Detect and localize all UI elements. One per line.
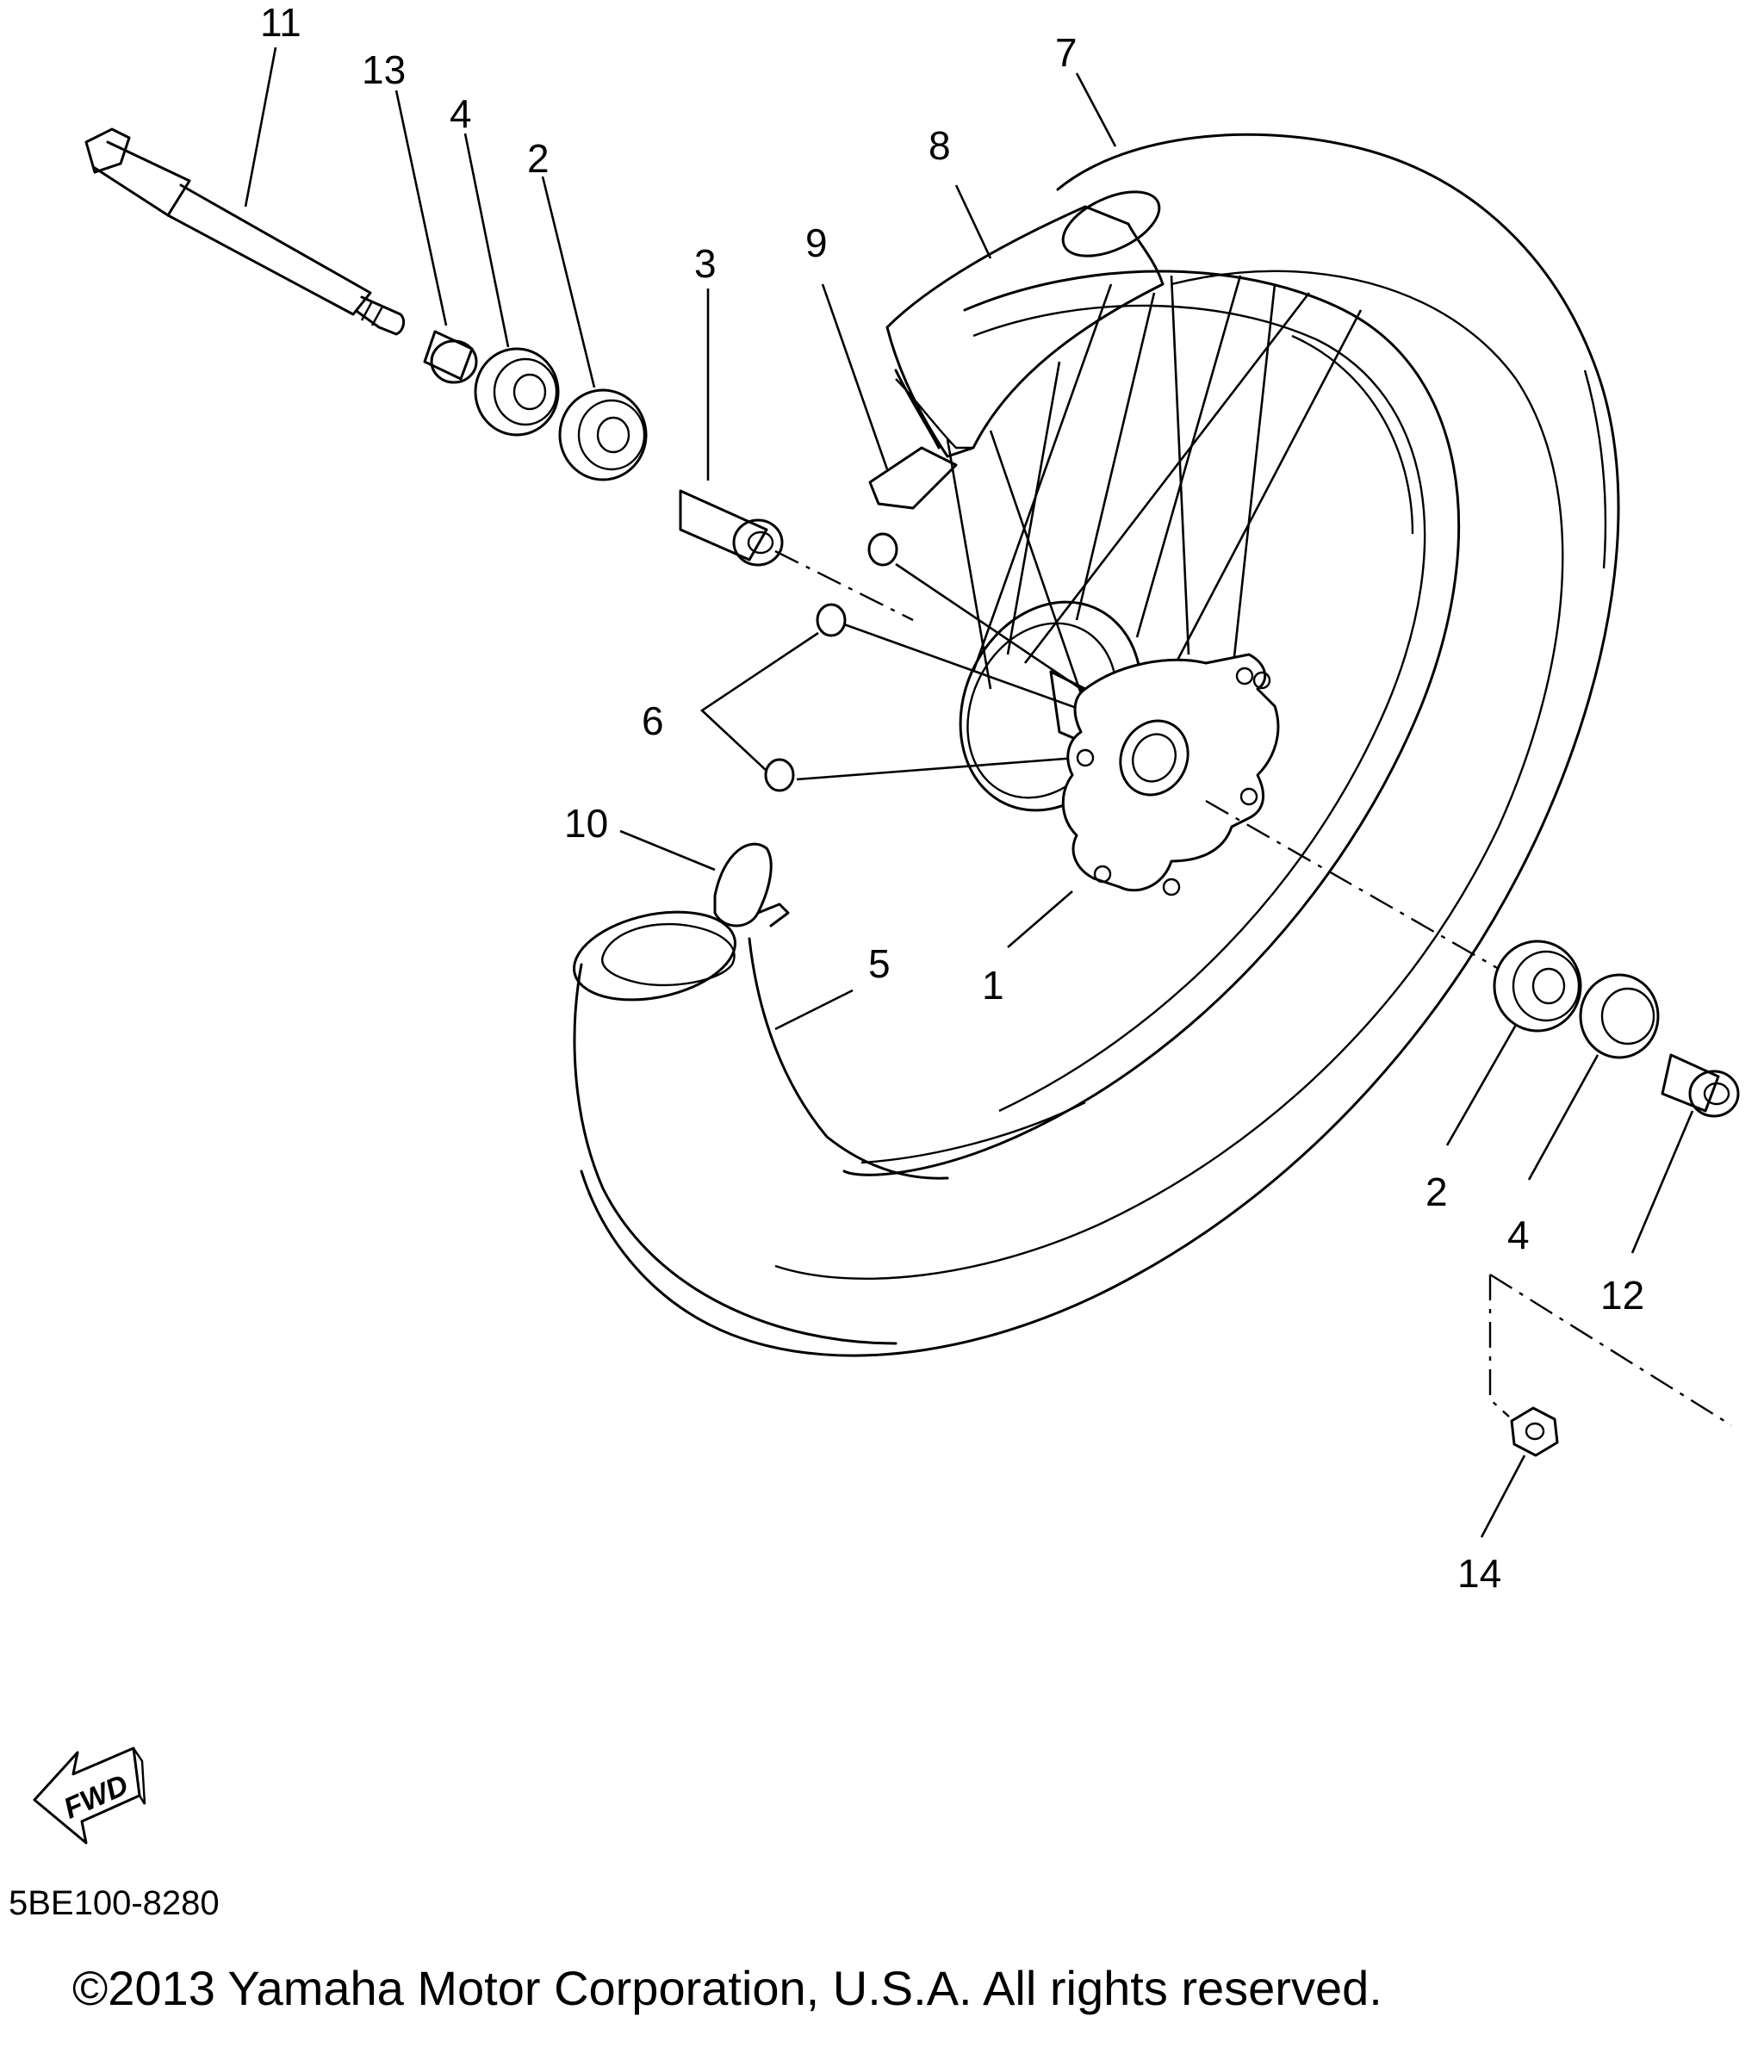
callout-2-left: 2	[527, 136, 550, 181]
callout-1: 1	[982, 963, 1004, 1008]
collar-13	[423, 330, 478, 384]
axle-nut	[1510, 1406, 1559, 1457]
collar-12	[1661, 1053, 1740, 1118]
axle	[84, 127, 406, 336]
callout-labels: 11 13 4 2 3 9 8 7 6 10 5 1 2 4 12 14	[260, 0, 1644, 1596]
rim-lock	[868, 369, 958, 510]
callout-11: 11	[260, 0, 301, 45]
tire	[580, 133, 1620, 1357]
hub	[959, 600, 1280, 896]
callout-5: 5	[868, 941, 891, 986]
callout-4-right: 4	[1507, 1213, 1530, 1257]
callout-2-right: 2	[1425, 1169, 1448, 1214]
bearing-left	[558, 388, 648, 481]
spacer	[679, 489, 784, 567]
callout-8: 8	[929, 123, 951, 168]
callout-3: 3	[694, 241, 717, 286]
callout-14: 14	[1457, 1551, 1501, 1596]
rim-band	[885, 190, 1165, 458]
callout-7: 7	[1055, 30, 1078, 75]
fwd-label: FWD	[59, 1768, 133, 1825]
callout-13: 13	[362, 47, 406, 92]
callout-6: 6	[642, 698, 664, 743]
rim	[842, 270, 1461, 1176]
callout-4-left: 4	[450, 91, 472, 136]
bearing-right	[1493, 940, 1582, 1033]
valve-cap	[713, 842, 790, 927]
oil-seal-right	[1579, 973, 1660, 1059]
callout-12: 12	[1600, 1273, 1644, 1318]
oil-seal-left	[474, 347, 560, 437]
tube	[573, 910, 949, 1345]
leader-lines	[244, 47, 1694, 1538]
callout-10: 10	[564, 801, 608, 846]
copyright-notice: ©2013 Yamaha Motor Corporation, U.S.A. A…	[72, 1961, 1382, 2015]
fwd-arrow: FWD	[33, 1746, 146, 1845]
callout-9: 9	[805, 220, 828, 265]
axis-lines	[774, 549, 1732, 1427]
spoke-nipples	[764, 532, 898, 792]
drawing-code: 5BE100-8280	[9, 1884, 220, 1922]
